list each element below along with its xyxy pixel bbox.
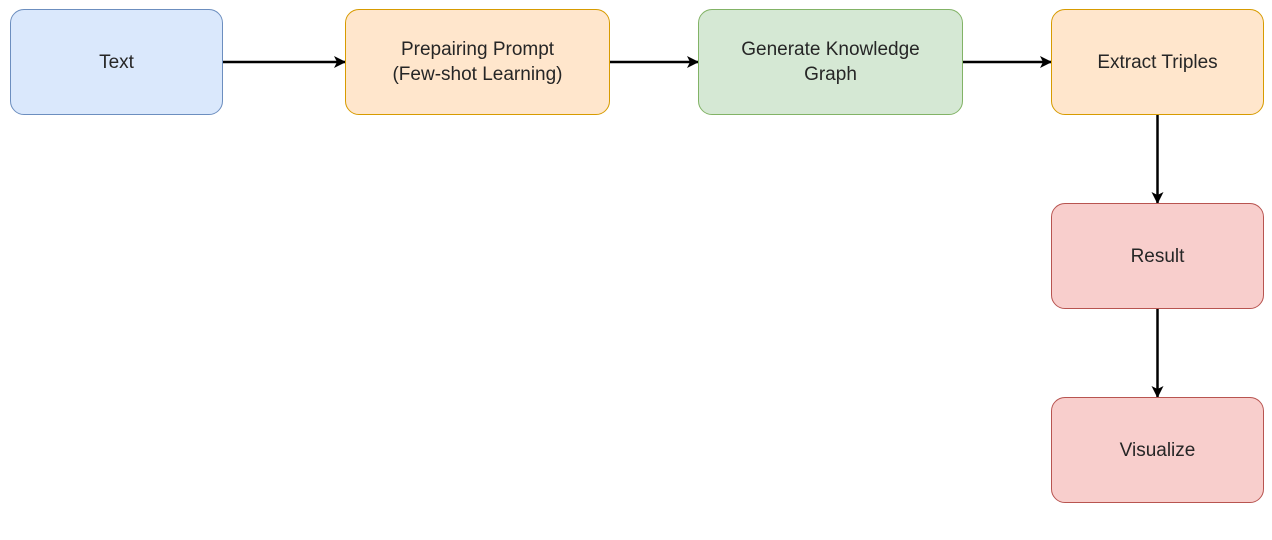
node-generate-knowledge-graph-label: Generate Knowledge Graph [741, 39, 920, 85]
node-visualize[interactable]: Visualize [1051, 397, 1264, 503]
node-result-label: Result [1130, 245, 1185, 267]
node-preparing-prompt-label: Prepairing Prompt (Few-shot Learning) [392, 39, 563, 85]
node-extract-triples[interactable]: Extract Triples [1051, 9, 1264, 115]
node-visualize-label: Visualize [1119, 439, 1196, 461]
node-generate-knowledge-graph[interactable]: Generate Knowledge Graph [698, 9, 963, 115]
node-extract-triples-label: Extract Triples [1097, 51, 1218, 73]
node-result[interactable]: Result [1051, 203, 1264, 309]
node-preparing-prompt[interactable]: Prepairing Prompt (Few-shot Learning) [345, 9, 610, 115]
node-text-label: Text [99, 51, 134, 73]
node-text[interactable]: Text [10, 9, 223, 115]
